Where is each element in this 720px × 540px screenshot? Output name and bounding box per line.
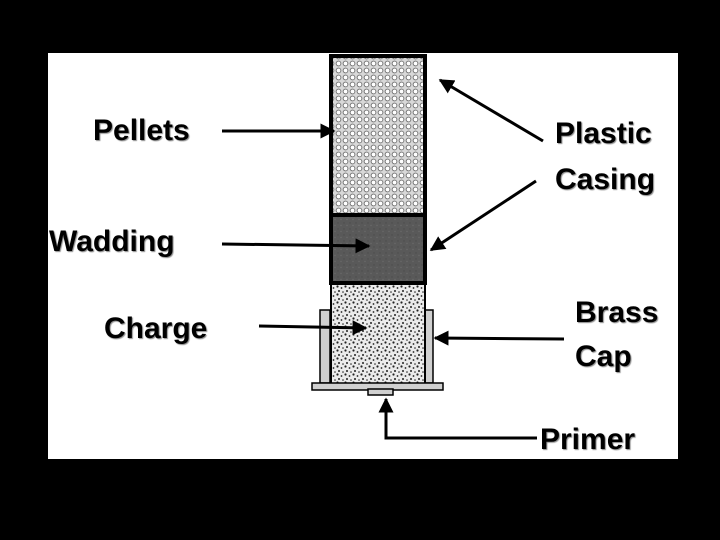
plastic-casing-arrow-upper	[438, 78, 544, 143]
wadding-label: Wadding	[49, 225, 175, 258]
primer-element	[367, 388, 394, 396]
charge-label: Charge	[104, 312, 208, 345]
shotgun-shell-diagram	[221, 54, 565, 440]
wadding-section	[332, 216, 424, 282]
plastic-casing-arrow-lower	[429, 179, 537, 252]
charge-section	[332, 284, 424, 383]
brass-cap-label-line1: Brass	[575, 296, 659, 329]
plastic-casing-label-line1: Plastic	[555, 117, 652, 150]
plastic-casing-label-line2: Casing	[555, 163, 656, 196]
wadding-arrow	[221, 238, 371, 254]
primer-arrow	[378, 397, 537, 440]
brass-cap-label-line2: Cap	[575, 340, 632, 373]
pellets-section	[332, 57, 424, 214]
primer-label: Primer	[540, 423, 636, 456]
plastic-casing-outline	[329, 54, 427, 285]
brass-cap-left-wall	[319, 309, 331, 384]
pellets-label: Pellets	[93, 114, 190, 147]
brass-cap-arrow	[433, 330, 565, 346]
charge-arrow	[258, 320, 368, 336]
diagram-panel: Pellets Wadding Charge Plastic Casing Br…	[48, 53, 678, 459]
